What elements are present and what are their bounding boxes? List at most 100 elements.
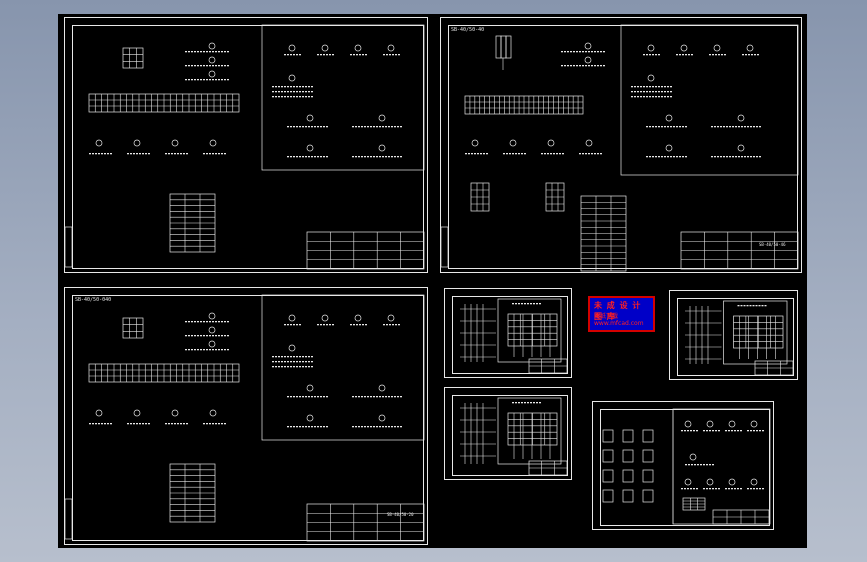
watermark-line-1: 未 成 设 计 图 库 — [594, 301, 642, 321]
instrument-symbol — [647, 74, 655, 82]
text-fragment — [320, 126, 322, 128]
sheet-doc-number: SB-40/50-20 — [387, 512, 414, 517]
text-fragment — [392, 54, 394, 56]
drawing-sheet-1[interactable] — [64, 17, 428, 273]
text-fragment — [133, 423, 135, 425]
text-fragment — [539, 303, 541, 305]
text-fragment — [652, 86, 654, 88]
text-fragment — [759, 126, 761, 128]
text-fragment — [293, 396, 295, 398]
text-fragment — [389, 324, 391, 326]
text-fragment — [361, 396, 363, 398]
instrument-symbol — [208, 340, 216, 348]
text-fragment — [326, 126, 328, 128]
text-fragment — [553, 153, 555, 155]
text-fragment — [197, 79, 199, 81]
drawing-canvas[interactable]: SB-40/50-40 SB-40/50-46 SB-40/50-040 SB-… — [58, 14, 807, 548]
text-fragment — [717, 156, 719, 158]
instrument-symbol — [584, 42, 592, 50]
text-fragment — [98, 153, 100, 155]
text-fragment — [92, 153, 94, 155]
text-fragment — [355, 396, 357, 398]
text-fragment — [655, 126, 657, 128]
text-fragment — [308, 361, 310, 363]
text-fragment — [762, 430, 764, 432]
terminal-block — [505, 35, 512, 59]
text-fragment — [272, 86, 274, 88]
panel-frame — [497, 298, 562, 363]
text-fragment — [637, 91, 639, 93]
text-fragment — [174, 423, 176, 425]
text-fragment — [723, 126, 725, 128]
text-fragment — [567, 65, 569, 67]
drawing-sheet-2[interactable]: SB-40/50-40 SB-40/50-46 — [440, 17, 802, 273]
text-fragment — [712, 464, 714, 466]
text-fragment — [533, 402, 535, 404]
text-fragment — [290, 366, 292, 368]
text-fragment — [573, 65, 575, 67]
text-fragment — [272, 356, 274, 358]
text-fragment — [646, 156, 648, 158]
instrument-symbol — [378, 144, 386, 152]
text-fragment — [305, 96, 307, 98]
text-fragment — [646, 54, 648, 56]
drawing-sheet-3[interactable]: SB-40/50-040 SB-40/50-20 — [64, 287, 428, 545]
text-fragment — [311, 356, 313, 358]
text-fragment — [690, 430, 692, 432]
text-fragment — [640, 86, 642, 88]
text-fragment — [652, 91, 654, 93]
margin-box — [65, 226, 73, 268]
text-fragment — [224, 423, 226, 425]
text-fragment — [649, 126, 651, 128]
text-fragment — [398, 324, 400, 326]
text-fragment — [754, 54, 756, 56]
text-fragment — [756, 156, 758, 158]
sheet-title-code: SB-40/50-40 — [451, 27, 485, 33]
text-fragment — [356, 54, 358, 56]
text-fragment — [227, 349, 229, 351]
text-fragment — [299, 356, 301, 358]
text-fragment — [726, 156, 728, 158]
text-fragment — [682, 156, 684, 158]
terminal-block — [122, 47, 144, 69]
text-fragment — [506, 153, 508, 155]
text-fragment — [171, 423, 173, 425]
drawing-sheet-7[interactable] — [592, 401, 774, 530]
drawing-sheet-5[interactable] — [444, 387, 572, 480]
instrument-symbol — [171, 409, 179, 417]
sheet-border — [452, 395, 568, 476]
sheet-border — [72, 295, 424, 541]
text-fragment — [278, 356, 280, 358]
text-fragment — [365, 324, 367, 326]
instrument-symbol — [471, 139, 479, 147]
instrument-symbol — [689, 453, 697, 461]
text-fragment — [101, 423, 103, 425]
text-fragment — [299, 54, 301, 56]
text-fragment — [652, 96, 654, 98]
text-fragment — [750, 156, 752, 158]
drawing-sheet-6[interactable] — [669, 290, 798, 380]
text-fragment — [296, 126, 298, 128]
text-fragment — [740, 430, 742, 432]
text-fragment — [186, 153, 188, 155]
text-fragment — [364, 396, 366, 398]
text-fragment — [670, 96, 672, 98]
text-fragment — [148, 153, 150, 155]
text-fragment — [747, 156, 749, 158]
text-fragment — [684, 488, 686, 490]
text-fragment — [278, 96, 280, 98]
text-fragment — [215, 321, 217, 323]
drawing-sheet-4[interactable] — [444, 288, 572, 378]
text-fragment — [709, 488, 711, 490]
text-fragment — [287, 356, 289, 358]
text-fragment — [191, 321, 193, 323]
text-fragment — [687, 430, 689, 432]
text-fragment — [725, 430, 727, 432]
text-fragment — [218, 321, 220, 323]
text-fragment — [311, 426, 313, 428]
text-fragment — [139, 423, 141, 425]
text-fragment — [385, 156, 387, 158]
text-fragment — [735, 126, 737, 128]
text-fragment — [314, 156, 316, 158]
instrument-symbol — [133, 139, 141, 147]
